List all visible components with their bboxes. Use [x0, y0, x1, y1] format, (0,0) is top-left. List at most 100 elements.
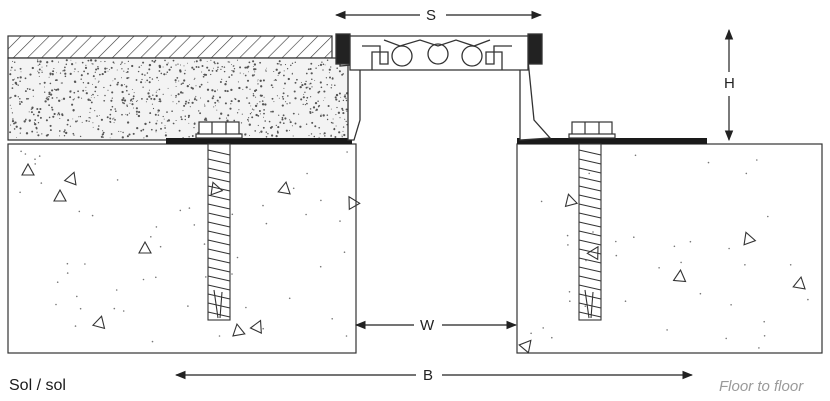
screed-speck [175, 119, 177, 122]
screw-thread [207, 284, 231, 291]
screed-speck [294, 97, 297, 100]
screw-thread [207, 239, 231, 246]
screed-speck [152, 94, 154, 96]
screed-speck [57, 114, 59, 116]
screw-tip-slot [584, 289, 594, 319]
screed-speck [274, 79, 277, 81]
screed-speck [120, 84, 123, 87]
screed-speck [247, 65, 250, 68]
screed-speck [237, 99, 240, 103]
screed-speck [159, 100, 162, 103]
screed-speck [344, 118, 346, 120]
screed-speck [90, 97, 92, 99]
screed-speck [339, 117, 341, 119]
screed-speck [188, 84, 190, 86]
concrete-dot [236, 256, 239, 259]
screed-speck [36, 131, 38, 133]
screed-speck [301, 84, 304, 87]
screed-speck [163, 73, 166, 76]
screed-speck [74, 68, 76, 70]
screed-speck [151, 78, 154, 80]
screed-speck [102, 130, 104, 132]
concrete-dot [689, 240, 692, 243]
screed-speck [315, 108, 318, 111]
screw-thread [207, 149, 231, 156]
screed-speck [255, 113, 258, 117]
screed-speck [215, 105, 217, 107]
screed-speck [144, 74, 146, 76]
screed-speck [304, 104, 306, 106]
screed-speck [304, 91, 306, 94]
screed-layer [7, 57, 357, 141]
screed-speck [320, 86, 323, 89]
screed-speck [112, 80, 114, 82]
screed-speck [292, 112, 295, 115]
screed-speck [254, 104, 258, 108]
screed-speck [265, 70, 267, 72]
screed-speck [193, 98, 196, 101]
screed-speck [95, 68, 98, 71]
aggregate-triangle [138, 240, 152, 254]
screed-speck [228, 76, 231, 78]
screed-speck [19, 76, 22, 79]
screed-speck [265, 69, 267, 71]
screw-thread [578, 266, 602, 273]
screed-speck [175, 96, 177, 98]
screed-speck [111, 105, 114, 108]
screed-speck [81, 97, 83, 99]
screed-speck [73, 134, 75, 136]
screed-speck [164, 127, 166, 129]
screed-speck [135, 100, 138, 102]
screed-speck [322, 63, 325, 66]
screed-speck [92, 75, 95, 78]
screed-speck [259, 132, 260, 134]
screed-speck [175, 86, 177, 87]
screed-speck [135, 110, 138, 113]
screed-speck [328, 68, 331, 71]
concrete-dot [585, 259, 587, 262]
screw-thread [578, 221, 602, 228]
screed-speck [171, 110, 173, 113]
screw-thread [207, 194, 231, 201]
screed-speck [31, 66, 34, 70]
screw-thread [578, 158, 602, 165]
screed-speck [132, 107, 134, 109]
screed-speck [99, 73, 101, 76]
screed-speck [148, 68, 151, 71]
screw-thread [578, 230, 602, 237]
left-anchor-screw [207, 143, 231, 321]
screed-speck [249, 135, 251, 136]
screed-speck [32, 89, 35, 92]
screed-speck [285, 129, 288, 132]
screed-speck [148, 63, 152, 67]
screed-speck [267, 132, 269, 135]
screed-speck [147, 92, 150, 95]
screed-speck [94, 110, 96, 112]
screed-speck [224, 83, 227, 86]
screed-speck [146, 98, 149, 101]
screed-speck [341, 134, 343, 136]
screed-speck [164, 59, 166, 62]
screed-speck [251, 108, 254, 110]
concrete-dot [699, 292, 702, 295]
screed-speck [121, 63, 123, 65]
screed-speck [284, 117, 287, 120]
screw-thread [578, 203, 602, 210]
screed-speck [13, 128, 16, 130]
concrete-dot [624, 300, 627, 303]
screed-speck [281, 104, 284, 107]
screed-speck [61, 99, 63, 101]
screed-speck [288, 129, 291, 131]
screed-speck [14, 81, 17, 85]
screed-speck [172, 122, 175, 125]
screed-speck [335, 93, 339, 97]
screed-speck [314, 80, 316, 82]
screed-speck [101, 136, 103, 138]
screed-speck [193, 61, 196, 63]
screed-speck [338, 100, 341, 102]
screed-speck [149, 112, 152, 115]
screed-speck [213, 61, 216, 64]
screed-speck [179, 91, 183, 94]
screed-speck [183, 65, 185, 67]
screed-speck [249, 113, 252, 115]
